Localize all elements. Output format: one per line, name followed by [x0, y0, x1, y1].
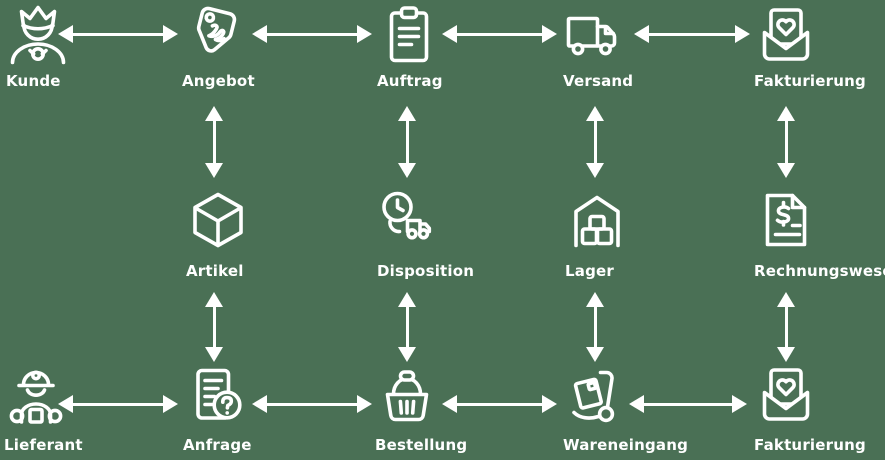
- arrow-lieferant-anfrage: [58, 395, 178, 413]
- arrow-angebot-artikel: [205, 106, 223, 178]
- node-artikel: Artikel: [186, 188, 250, 280]
- envelope-heart-icon: [754, 364, 818, 428]
- arrow-versand-lager: [586, 106, 604, 178]
- node-label: Lieferant: [4, 436, 83, 454]
- node-fakturierung-top: Fakturierung: [754, 4, 866, 90]
- node-label: Bestellung: [375, 436, 468, 454]
- shopping-basket-icon: [375, 364, 439, 428]
- clock-truck-icon: [377, 188, 441, 252]
- node-versand: Versand: [563, 4, 633, 90]
- node-label: Lager: [565, 262, 614, 280]
- node-label: Versand: [563, 72, 634, 90]
- node-bestellung: Bestellung: [375, 364, 467, 454]
- node-label: Disposition: [377, 262, 475, 280]
- node-rechnungswesen: Rechnungswesen: [754, 188, 885, 280]
- arrow-kunde-angebot: [58, 25, 178, 43]
- delivery-truck-icon: [563, 4, 627, 68]
- node-fakturierung-bottom: Fakturierung: [754, 364, 866, 454]
- node-label: Wareneingang: [563, 436, 689, 454]
- arrow-auftrag-disposition: [398, 106, 416, 178]
- warehouse-icon: [565, 188, 629, 252]
- clipboard-icon: [377, 4, 441, 68]
- node-lieferant: Lieferant: [4, 364, 83, 454]
- arrow-fakturierung-rechnungswesen: [777, 106, 795, 178]
- arrow-wareneingang-fakturierung: [629, 395, 747, 413]
- arrow-rechnungswesen-fakturierung: [777, 292, 795, 362]
- price-tag-icon: [182, 4, 246, 68]
- node-label: Kunde: [6, 72, 61, 90]
- arrow-artikel-anfrage: [205, 292, 223, 362]
- node-label: Auftrag: [377, 72, 443, 90]
- node-label: Angebot: [182, 72, 255, 90]
- node-kunde: Kunde: [6, 4, 70, 90]
- node-disposition: Disposition: [377, 188, 474, 280]
- node-label: Anfrage: [183, 436, 252, 454]
- node-auftrag: Auftrag: [377, 4, 443, 90]
- node-anfrage: Anfrage: [183, 364, 252, 454]
- arrow-disposition-bestellung: [398, 292, 416, 362]
- arrow-angebot-auftrag: [252, 25, 372, 43]
- hand-truck-icon: [563, 364, 627, 428]
- arrow-anfrage-bestellung: [252, 395, 372, 413]
- customer-crown-icon: [6, 4, 70, 68]
- envelope-heart-icon: [754, 4, 818, 68]
- node-angebot: Angebot: [182, 4, 255, 90]
- invoice-document-icon: [754, 188, 818, 252]
- supplier-worker-icon: [4, 364, 68, 428]
- arrow-versand-fakturierung: [634, 25, 750, 43]
- node-label: Fakturierung: [754, 436, 866, 454]
- node-wareneingang: Wareneingang: [563, 364, 688, 454]
- arrow-lager-wareneingang: [586, 292, 604, 362]
- node-label: Fakturierung: [754, 72, 866, 90]
- document-question-icon: [183, 364, 247, 428]
- arrow-auftrag-versand: [442, 25, 557, 43]
- node-label: Rechnungswesen: [754, 262, 885, 280]
- arrow-bestellung-wareneingang: [442, 395, 557, 413]
- node-lager: Lager: [565, 188, 629, 280]
- node-label: Artikel: [186, 262, 244, 280]
- cube-icon: [186, 188, 250, 252]
